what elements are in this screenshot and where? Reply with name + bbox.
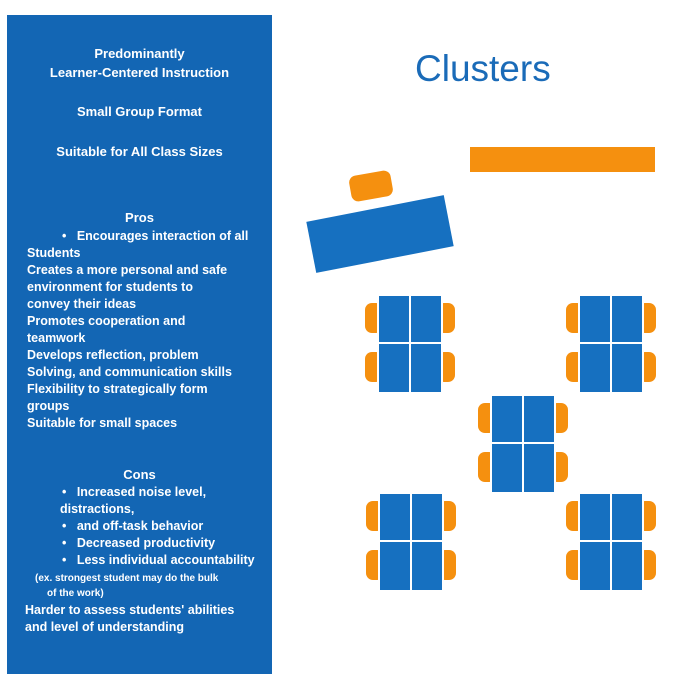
student-desk bbox=[610, 294, 644, 346]
desk-cluster bbox=[365, 294, 455, 394]
desk-cluster bbox=[566, 294, 656, 394]
cons-title: Cons bbox=[123, 467, 156, 482]
student-desk bbox=[610, 342, 644, 394]
cons-line-1: distractions, bbox=[60, 502, 135, 516]
student-desk bbox=[578, 492, 612, 544]
student-desk bbox=[409, 294, 443, 346]
student-desk bbox=[578, 540, 612, 592]
pros-line: Develops reflection, problem bbox=[27, 348, 199, 362]
student-desk bbox=[378, 540, 412, 592]
pros-line: Suitable for small spaces bbox=[27, 416, 178, 430]
bullet-icon: • bbox=[62, 485, 67, 499]
pros-line: teamwork bbox=[27, 331, 86, 345]
cons-bullet-4: • Less individual accountability bbox=[62, 552, 255, 569]
format-label: Small Group Format bbox=[77, 104, 202, 119]
whiteboard bbox=[470, 147, 655, 172]
pros-line: Promotes cooperation and bbox=[27, 314, 186, 328]
pros-line: Creates a more personal and safe bbox=[27, 263, 228, 277]
pros-line: groups bbox=[27, 399, 70, 413]
desk-cluster bbox=[366, 492, 456, 592]
heading-line-1: Predominantly bbox=[94, 46, 185, 61]
teacher-chair bbox=[348, 169, 394, 203]
pros-title: Pros bbox=[125, 210, 154, 225]
bullet-icon: • bbox=[62, 553, 67, 567]
cons-bullet-4-text: Less individual accountability bbox=[76, 553, 255, 567]
desk-cluster bbox=[566, 492, 656, 592]
pros-bullet: • Encourages interaction of all bbox=[62, 228, 248, 245]
teacher-desk bbox=[306, 195, 454, 273]
cons-bullet-3-text: Decreased productivity bbox=[76, 536, 216, 550]
cons-bullet-2-text: and off-task behavior bbox=[76, 519, 204, 533]
student-desk bbox=[610, 492, 644, 544]
student-desk bbox=[578, 342, 612, 394]
info-panel: Predominantly Learner-Centered Instructi… bbox=[7, 15, 272, 674]
student-desk bbox=[490, 442, 524, 494]
heading-line-2: Learner-Centered Instruction bbox=[49, 65, 230, 80]
pros-line: Students bbox=[27, 246, 81, 260]
student-desk bbox=[409, 342, 443, 394]
student-desk bbox=[522, 394, 556, 446]
bullet-icon: • bbox=[62, 536, 67, 550]
pros-line: Flexibility to strategically form bbox=[27, 382, 208, 396]
cons-tail-2: and level of understanding bbox=[25, 620, 185, 634]
student-desk bbox=[377, 294, 411, 346]
pros-bullet-text: Encourages interaction of all bbox=[76, 229, 249, 243]
pros-line: environment for students to bbox=[27, 280, 193, 294]
student-desk bbox=[410, 492, 444, 544]
student-desk bbox=[578, 294, 612, 346]
cons-note-1: (ex. strongest student may do the bulk bbox=[35, 573, 219, 584]
pros-list: Students Creates a more personal and saf… bbox=[27, 245, 232, 432]
cons-bullet-1-text: Increased noise level, bbox=[76, 485, 207, 499]
bullet-icon: • bbox=[62, 519, 67, 533]
cons-note-2: of the work) bbox=[47, 588, 104, 599]
student-desk bbox=[522, 442, 556, 494]
diagram-title: Clusters bbox=[415, 48, 551, 89]
student-desk bbox=[378, 492, 412, 544]
student-desk bbox=[490, 394, 524, 446]
cons-bullet-1: • Increased noise level, bbox=[62, 484, 206, 501]
cons-bullet-2: • and off-task behavior bbox=[62, 518, 203, 535]
cons-bullet-3: • Decreased productivity bbox=[62, 535, 215, 552]
suitability-label: Suitable for All Class Sizes bbox=[56, 144, 223, 159]
bullet-icon: • bbox=[62, 229, 67, 243]
desk-cluster bbox=[478, 394, 568, 494]
student-desk bbox=[410, 540, 444, 592]
cons-tail-1: Harder to assess students' abilities bbox=[25, 603, 235, 617]
pros-line: convey their ideas bbox=[27, 297, 137, 311]
student-desk bbox=[377, 342, 411, 394]
pros-line: Solving, and communication skills bbox=[27, 365, 232, 379]
student-desk bbox=[610, 540, 644, 592]
